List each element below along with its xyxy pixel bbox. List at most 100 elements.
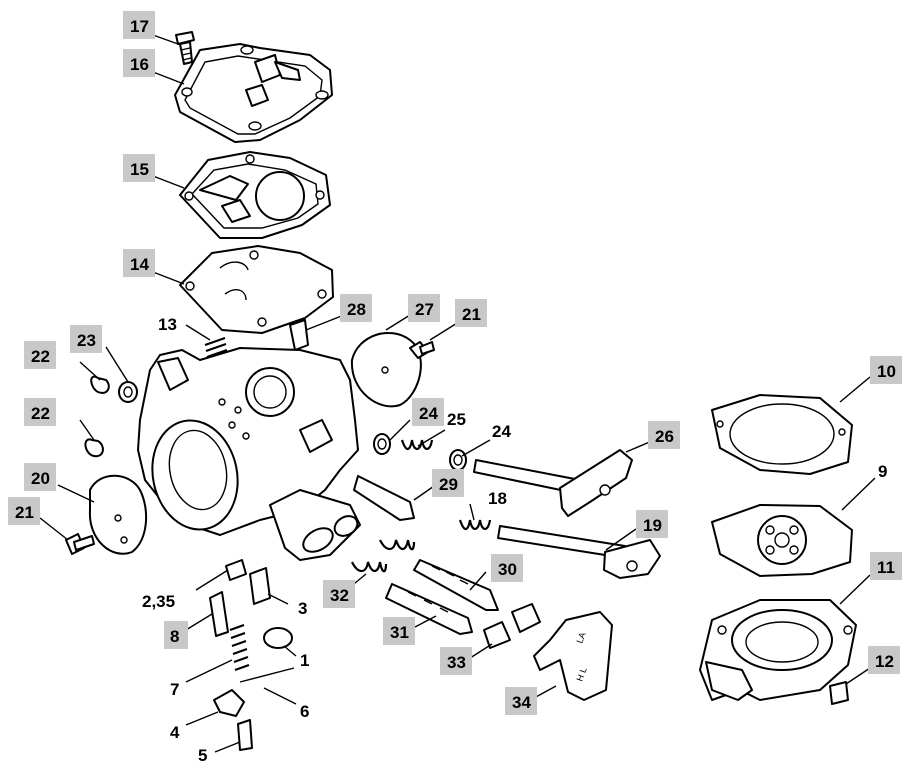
part-24-bushing-right [449,449,467,471]
svg-text:25: 25 [447,410,466,429]
svg-text:7: 7 [170,680,179,699]
svg-text:22: 22 [31,347,50,366]
part-10-gasket [711,394,853,475]
part-21-screw-lower [65,533,95,555]
svg-text:2,35: 2,35 [142,592,175,611]
part-34-adjusting-lever: LA H L [533,611,613,701]
callout-11: 11 [870,552,902,580]
svg-text:16: 16 [130,55,149,74]
callout-30: 30 [491,554,523,582]
svg-text:24: 24 [419,404,438,423]
callout-8: 8 [164,621,188,649]
part-26-choke-shaft [473,449,633,517]
callout-10: 10 [870,356,902,384]
svg-text:20: 20 [31,469,50,488]
callout-26: 26 [648,421,680,449]
callout-4: 4 [170,723,180,742]
part-27-valve-disc [350,331,422,408]
lever-stamp-upper: LA [574,631,587,645]
part-20-throttle-disc [88,474,148,555]
callout-14: 14 [123,249,155,277]
part-28-plug [289,319,309,351]
svg-text:27: 27 [415,300,434,319]
callout-9: 9 [878,462,887,481]
callout-13: 13 [158,315,177,334]
part-4-lever [213,689,245,717]
svg-text:14: 14 [130,255,149,274]
callout-24-left: 24 [412,398,444,426]
svg-text:12: 12 [875,652,894,671]
callout-33: 33 [440,647,472,675]
svg-text:11: 11 [877,558,895,577]
svg-text:6: 6 [300,702,309,721]
svg-text:31: 31 [390,623,409,642]
svg-text:29: 29 [439,475,458,494]
part-5-screw [237,719,253,751]
svg-text:1: 1 [300,651,309,670]
callout-labels: 17 16 15 14 13 28 27 21 [8,11,902,765]
part-18-spring [458,519,492,531]
part-7-spring [229,623,250,672]
part-33-limiter-caps [483,603,541,649]
callout-1: 1 [300,651,309,670]
part-19-throttle-shaft [497,525,661,579]
part-3-seat [249,567,271,605]
callout-7: 7 [170,680,179,699]
svg-text:24: 24 [492,422,511,441]
callout-22-lower: 22 [24,398,56,426]
lever-stamp-lower: H L [574,666,588,683]
part-24-bushing-left [373,433,391,455]
callout-20: 20 [24,463,56,491]
callout-16: 16 [123,49,155,77]
part-17-screw [175,31,195,65]
part-15-gasket [179,151,331,239]
svg-text:32: 32 [330,586,349,605]
svg-text:34: 34 [512,693,531,712]
part-8-inlet-needle [209,591,229,637]
callout-5: 5 [198,746,207,765]
part-30-needle [413,559,499,611]
callout-21-upper: 21 [455,299,487,327]
svg-text:9: 9 [878,462,887,481]
callout-34: 34 [505,687,537,715]
callout-32: 32 [323,580,355,608]
callout-27: 27 [408,294,440,322]
svg-text:22: 22 [31,404,50,423]
part-16-pump-cover [174,43,333,143]
callout-25: 25 [447,410,466,429]
svg-text:21: 21 [15,503,34,522]
callout-19: 19 [636,510,668,538]
svg-text:4: 4 [170,723,180,742]
part-29-lever [353,475,415,521]
callout-12: 12 [868,646,900,674]
part-22-clip-lower [84,438,104,458]
callout-22-upper: 22 [24,341,56,369]
svg-text:21: 21 [462,305,481,324]
part-32-springs [351,539,416,573]
callout-31: 31 [383,617,415,645]
callout-29: 29 [432,469,464,497]
callout-3: 3 [298,599,307,618]
svg-text:13: 13 [158,315,177,334]
svg-text:23: 23 [77,331,96,350]
svg-text:5: 5 [198,746,207,765]
svg-text:30: 30 [498,560,517,579]
part-1-disc [263,627,293,649]
part-6-pin [239,667,295,683]
callout-2-35: 2,35 [142,592,175,611]
part-12-screw [829,681,849,705]
callout-28: 28 [340,294,372,322]
svg-text:3: 3 [298,599,307,618]
part-23-washer [118,381,138,403]
svg-text:17: 17 [130,17,149,36]
part-21-screw-upper [409,341,435,359]
callout-21-lower: 21 [8,497,40,525]
part-11-pump-cover [699,599,857,701]
svg-text:19: 19 [643,516,662,535]
part-31-needle [385,583,473,635]
part-25-spring [400,439,434,451]
carburetor-body [137,347,361,561]
svg-text:28: 28 [347,300,366,319]
callout-17: 17 [123,11,155,39]
callout-18: 18 [488,489,507,508]
